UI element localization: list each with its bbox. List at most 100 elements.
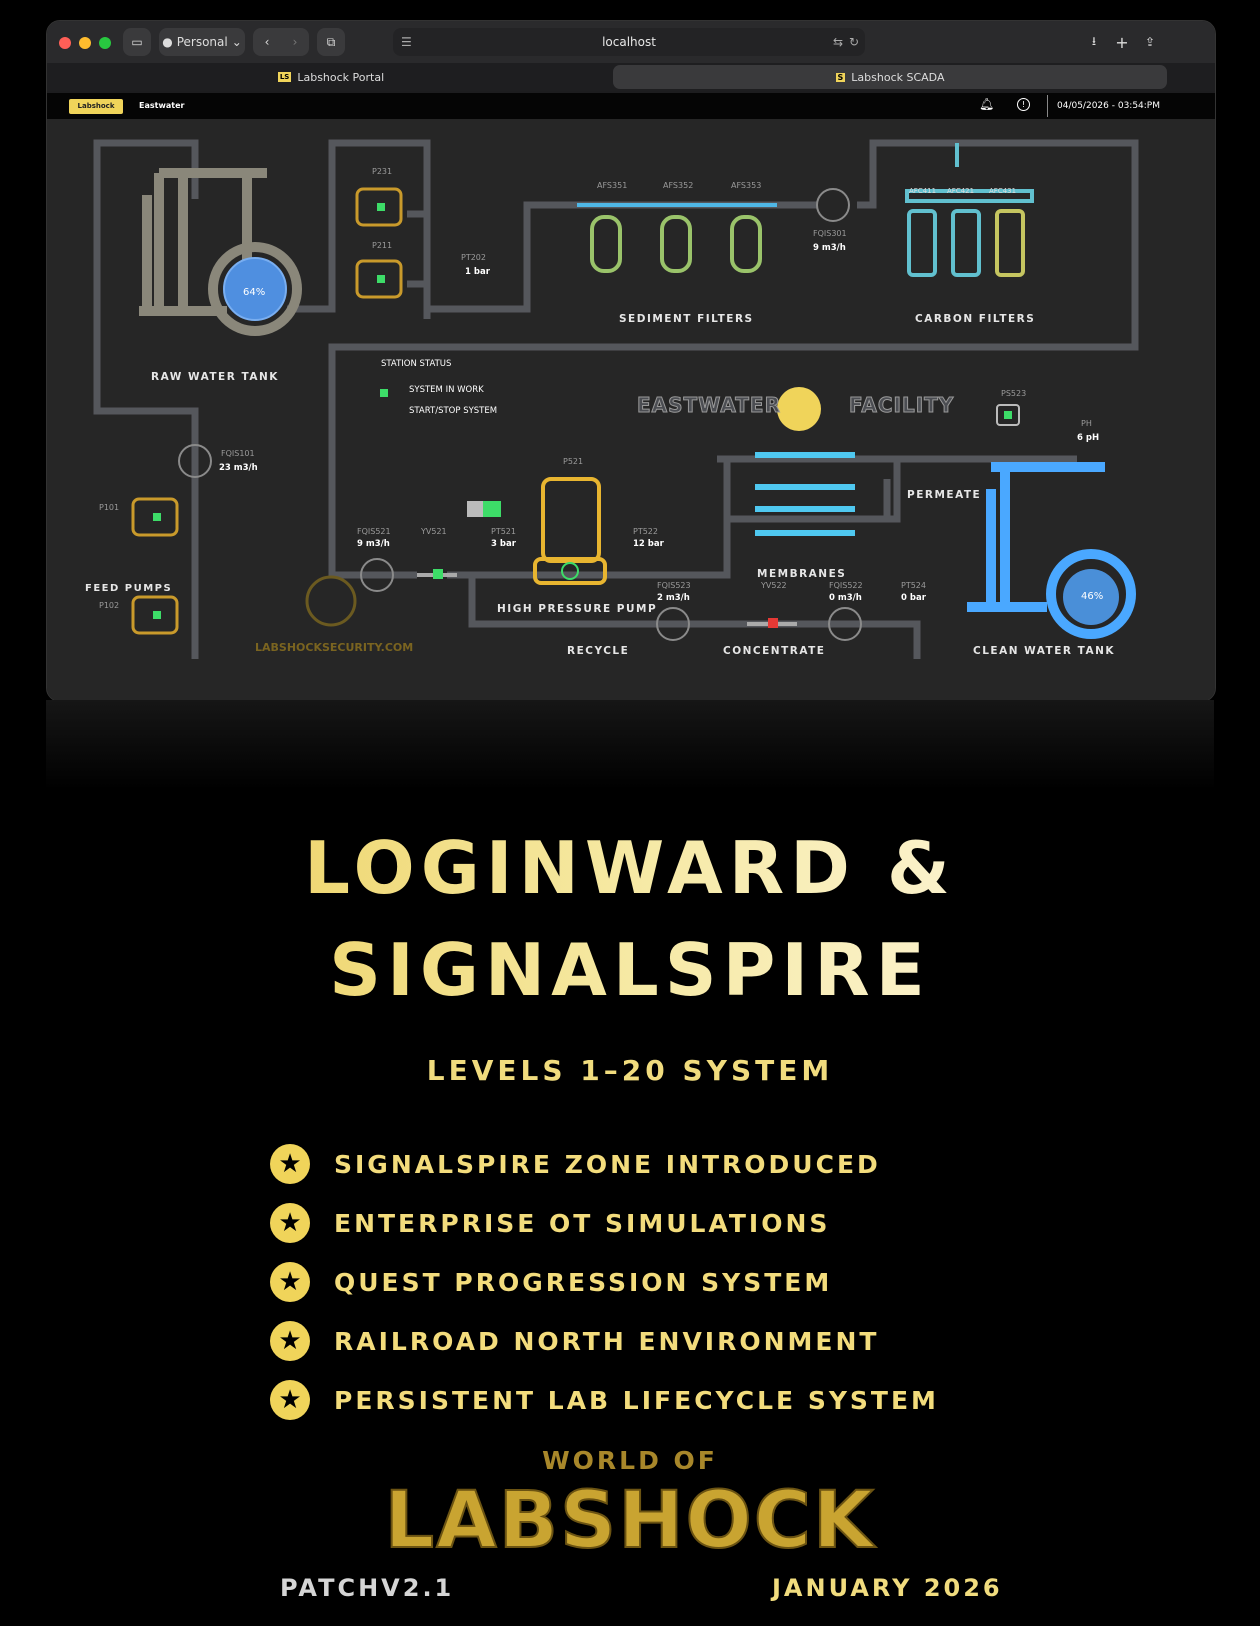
afc411-label: AFC411 bbox=[909, 187, 937, 195]
close-window-button[interactable] bbox=[59, 37, 71, 49]
pipe-tank-out bbox=[287, 139, 431, 319]
pt202-label: PT202 bbox=[461, 253, 486, 262]
star-icon: ★ bbox=[270, 1321, 310, 1361]
s-logo-icon: S bbox=[835, 72, 846, 82]
tab-overview-button[interactable]: ⧉ bbox=[317, 28, 345, 56]
tab-bar: LS Labshock Portal S Labshock SCADA bbox=[47, 63, 1215, 91]
profile-button[interactable]: ● Personal ⌄ bbox=[159, 28, 245, 56]
afc421-label: AFC421 bbox=[947, 187, 975, 195]
new-tab-button[interactable]: + bbox=[1111, 28, 1133, 56]
downloads-button[interactable]: ⭳ bbox=[1083, 28, 1105, 56]
start-stop-button[interactable]: START/STOP SYSTEM bbox=[409, 406, 498, 416]
address-bar[interactable]: ☰ localhost ⇆ ↻ bbox=[393, 28, 865, 56]
browser-toolbar: ▭ ● Personal ⌄ ‹ › ⧉ ☰ localhost ⇆ ↻ ⭳ +… bbox=[47, 21, 1215, 63]
pt522-value: 12 bar bbox=[633, 539, 664, 549]
share-button[interactable]: ⇪ bbox=[1139, 28, 1161, 56]
reload-icon[interactable]: ↻ bbox=[848, 35, 859, 49]
bell-icon[interactable]: 🔔︎ bbox=[979, 97, 995, 111]
star-icon: ★ bbox=[270, 1203, 310, 1243]
yv521-light bbox=[433, 569, 443, 579]
back-button[interactable]: ‹ bbox=[264, 35, 270, 49]
feature-text: ENTERPRISE OT SIMULATIONS bbox=[334, 1208, 831, 1238]
system-in-work-label: SYSTEM IN WORK bbox=[409, 385, 484, 395]
raw-tank-level bbox=[223, 257, 287, 321]
pipes bbox=[93, 139, 1139, 659]
star-icon: ★ bbox=[270, 1380, 310, 1420]
star-icon: ★ bbox=[270, 1144, 310, 1184]
permeate-label: PERMEATE bbox=[907, 489, 982, 501]
release-date: JANUARY 2026 bbox=[772, 1574, 1003, 1602]
p102-label: P102 bbox=[99, 601, 120, 610]
raw-water-tank-shape bbox=[139, 168, 302, 336]
poster-subtitle: LEVELS 1–20 SYSTEM bbox=[426, 1054, 834, 1087]
membrane-shapes bbox=[755, 452, 855, 536]
tab-labshock-portal[interactable]: LS Labshock Portal bbox=[53, 65, 609, 89]
browser-window: ▭ ● Personal ⌄ ‹ › ⧉ ☰ localhost ⇆ ↻ ⭳ +… bbox=[46, 20, 1216, 702]
hp-pump-shape bbox=[533, 477, 607, 585]
carbon-filters-label: CARBON FILTERS bbox=[915, 313, 1036, 325]
brand-badge[interactable]: Labshock bbox=[69, 99, 123, 114]
raw-tank-label: RAW WATER TANK bbox=[151, 371, 279, 383]
profile-label: Personal bbox=[176, 35, 228, 49]
tab-label: Labshock SCADA bbox=[851, 70, 945, 84]
fqis522-value: 0 m3/h bbox=[829, 593, 862, 603]
tab-labshock-scada[interactable]: S Labshock SCADA bbox=[613, 65, 1167, 89]
forward-button[interactable]: › bbox=[292, 35, 298, 49]
ps523-label: PS523 bbox=[1001, 389, 1027, 398]
p521-label: P521 bbox=[563, 457, 584, 466]
pt524-value: 0 bar bbox=[901, 593, 926, 603]
poster-title-line1: LOGINWARD & bbox=[0, 828, 1260, 908]
pipe-left bbox=[93, 139, 199, 659]
app-header: Labshock Eastwater 🔔︎ ! 04/05/2026 - 03:… bbox=[47, 93, 1215, 119]
ps523-sensor bbox=[996, 404, 1020, 426]
facility-title-right: FACILITY bbox=[848, 393, 955, 418]
start-stop-switch-off bbox=[467, 501, 483, 517]
screen-reflection bbox=[46, 700, 1214, 790]
sediment-filters-label: SEDIMENT FILTERS bbox=[619, 313, 754, 325]
sidebar-toggle-button[interactable]: ▭ bbox=[123, 28, 151, 56]
carbon-filter-shapes bbox=[905, 143, 1034, 277]
alert-icon[interactable]: ! bbox=[1017, 98, 1030, 111]
pipe-pumps bbox=[407, 210, 427, 288]
flow-meters bbox=[178, 188, 862, 641]
zoom-window-button[interactable] bbox=[99, 37, 111, 49]
p231-label: P231 bbox=[372, 167, 393, 176]
facility-title-left: EASTWATER bbox=[637, 393, 781, 418]
pipe-main bbox=[328, 139, 1139, 579]
page-settings-icon[interactable]: ☰ bbox=[401, 35, 412, 49]
ls-logo-icon: LS bbox=[277, 72, 292, 82]
afc431-label: AFC431 bbox=[989, 187, 1017, 195]
pt521-value: 3 bar bbox=[491, 539, 516, 549]
afs352-label: AFS352 bbox=[663, 181, 694, 190]
plus-icon: + bbox=[1115, 32, 1129, 52]
sidebar-icon: ▭ bbox=[131, 35, 143, 49]
ph-label: PH bbox=[1081, 419, 1092, 428]
url-text: localhost bbox=[602, 35, 656, 49]
share-icon: ⇪ bbox=[1144, 35, 1156, 49]
feature-item: ★SIGNALSPIRE ZONE INTRODUCED bbox=[270, 1144, 881, 1184]
feature-text: RAILROAD NORTH ENVIRONMENT bbox=[334, 1326, 880, 1356]
ps523-light bbox=[1004, 411, 1012, 419]
pt521-label: PT521 bbox=[491, 527, 516, 536]
afs353-label: AFS353 bbox=[731, 181, 762, 190]
concentrate-label: CONCENTRATE bbox=[723, 645, 826, 657]
nav-eastwater[interactable]: Eastwater bbox=[139, 101, 185, 110]
raw-tank-level-text: 64% bbox=[243, 287, 266, 298]
pt524-label: PT524 bbox=[901, 581, 926, 590]
fqis523-value: 2 m3/h bbox=[657, 593, 690, 603]
hp-pump-rotor bbox=[561, 562, 579, 580]
fqis101-value: 23 m3/h bbox=[219, 463, 258, 473]
translate-icon[interactable]: ⇆ bbox=[832, 35, 843, 49]
labshock-logo: LABSHOCK bbox=[384, 1476, 876, 1566]
pt522-label: PT522 bbox=[633, 527, 658, 536]
divider bbox=[1047, 95, 1048, 117]
pt202-value: 1 bar bbox=[465, 267, 490, 277]
datetime: 04/05/2026 - 03:54:PM bbox=[1057, 101, 1161, 111]
feature-text: PERSISTENT LAB LIFECYCLE SYSTEM bbox=[334, 1385, 939, 1415]
afs351-label: AFS351 bbox=[597, 181, 628, 190]
poster-title-line2: SIGNALSPIRE bbox=[0, 930, 1260, 1010]
pump-status-lights bbox=[153, 203, 388, 619]
minimize-window-button[interactable] bbox=[79, 37, 91, 49]
watermark-url: LABSHOCKSECURITY.COM bbox=[255, 641, 414, 654]
fqis522-label: FQIS522 bbox=[829, 581, 863, 590]
